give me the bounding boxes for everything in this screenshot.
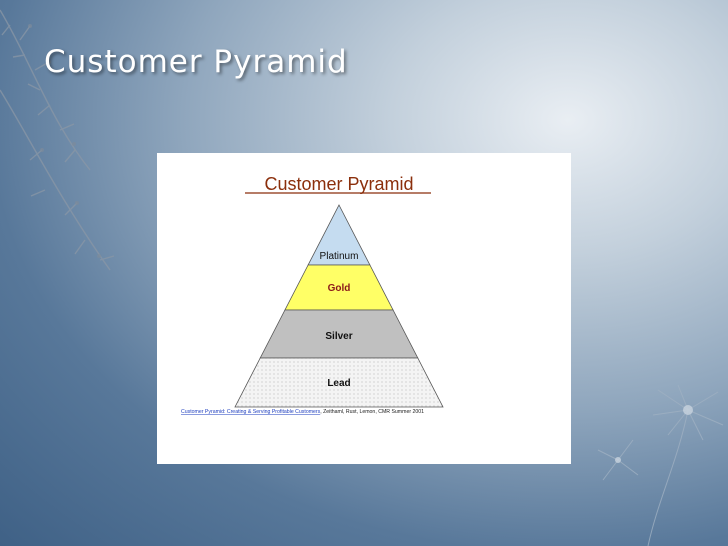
citation: Customer Pyramid: Creating & Serving Pro…	[181, 409, 424, 415]
citation-link[interactable]: Customer Pyramid: Creating & Serving Pro…	[181, 409, 321, 415]
pyramid-label-gold: Gold	[328, 283, 351, 294]
figure-title: Customer Pyramid	[264, 174, 413, 194]
citation-authors: , Zeithaml, Rust, Lemon, CMR Summer 2001	[320, 409, 424, 415]
pyramid-label-platinum: Platinum	[320, 251, 359, 262]
decorative-dandelion-right	[597, 384, 724, 546]
pyramid-label-lead: Lead	[327, 378, 350, 389]
pyramid-diagram: Customer Pyramid PlatinumGoldSilverLead …	[181, 174, 444, 415]
pyramid-label-silver: Silver	[325, 331, 352, 342]
pyramid-level-lead	[234, 357, 444, 408]
slide-title: Customer Pyramid	[44, 44, 348, 80]
